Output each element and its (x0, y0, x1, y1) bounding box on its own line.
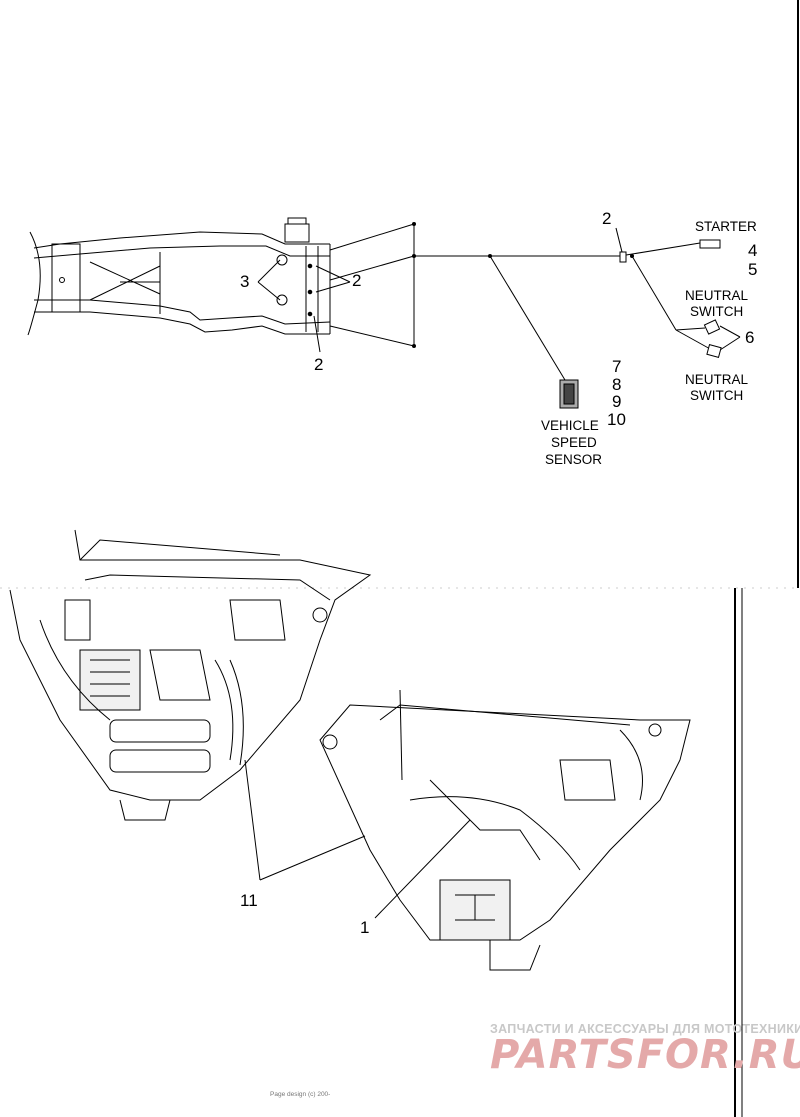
callout-2-frame-right: 2 (352, 271, 361, 290)
callout-5: 5 (748, 260, 757, 279)
callout-1: 1 (360, 918, 369, 937)
footer-page-design: Page design (c) 200- (270, 1091, 330, 1098)
label-sensor: SENSOR (545, 452, 602, 467)
frame-drawing (27, 217, 741, 381)
label-neutral-switch-top-1: NEUTRAL (685, 288, 749, 303)
label-vehicle: VEHICLE (541, 418, 599, 433)
callout-9: 9 (612, 392, 621, 411)
callout-6: 6 (745, 328, 754, 347)
component-labels: STARTER NEUTRAL SWITCH NEUTRAL SWITCH VE… (541, 219, 757, 467)
junction-dots (412, 222, 634, 348)
label-neutral-switch-bottom-1: NEUTRAL (685, 372, 749, 387)
label-neutral-switch-bottom-2: SWITCH (690, 388, 743, 403)
watermark: ЗАПЧАСТИ И АКСЕССУАРЫ ДЛЯ МОТОТЕХНИКИ PA… (490, 1022, 800, 1078)
callout-4: 4 (748, 241, 757, 260)
label-speed: SPEED (551, 435, 597, 450)
connectors (559, 239, 722, 409)
callout-11: 11 (240, 891, 258, 910)
callout-2-frame-bottom: 2 (314, 355, 323, 374)
bottom-leaders (244, 759, 471, 919)
callout-7: 7 (612, 357, 621, 376)
component-drawing-right (319, 689, 691, 971)
callout-8: 8 (612, 375, 621, 394)
callout-2-top: 2 (602, 209, 611, 228)
callout-numbers: 2 2 2 3 4 5 6 7 8 9 10 11 1 (240, 209, 757, 937)
watermark-brand: PARTSFOR.RU (490, 1032, 800, 1078)
watermark-tagline: ЗАПЧАСТИ И АКСЕССУАРЫ ДЛЯ МОТОТЕХНИКИ (490, 1022, 800, 1036)
callout-3: 3 (240, 272, 249, 291)
component-drawing-left (9, 529, 372, 821)
callout-10: 10 (607, 410, 626, 429)
label-starter: STARTER (695, 219, 757, 234)
label-neutral-switch-top-2: SWITCH (690, 304, 743, 319)
